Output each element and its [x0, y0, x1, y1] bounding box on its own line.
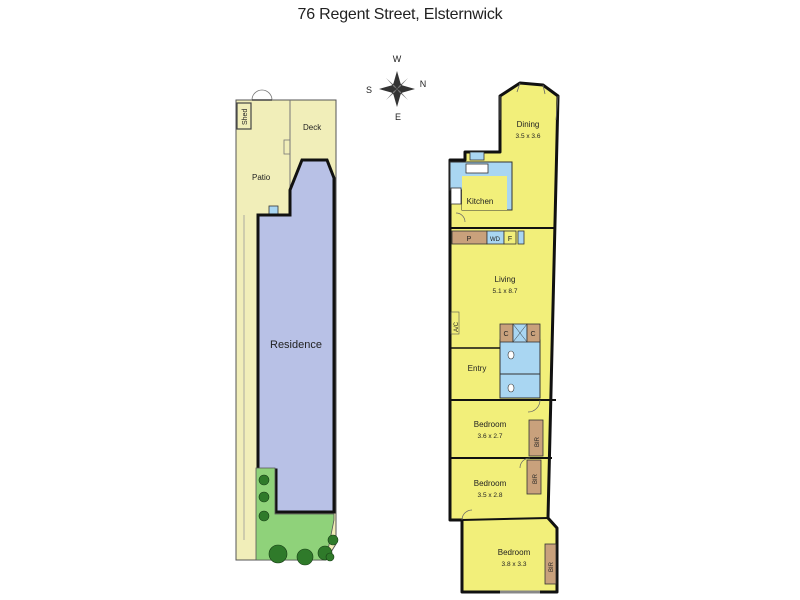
entry-label: Entry: [468, 364, 487, 373]
wd-label: WD: [490, 237, 501, 243]
bir1-label: BIR: [535, 436, 541, 447]
fridge-box: [503, 230, 517, 245]
residence-footprint: [256, 158, 336, 514]
kitchen-floor: [462, 176, 507, 210]
site-plan: Shed Deck Patio Residence: [235, 89, 339, 566]
bir3-label: BIR: [549, 561, 555, 572]
bedroom2-size: 3.5 x 2.8: [478, 492, 503, 499]
bir1-box: [528, 419, 544, 457]
garden-shrubs: [258, 474, 339, 566]
page-title: 76 Regent Street, Elsternwick: [297, 6, 503, 23]
shed-box: [236, 102, 252, 130]
bathroom: [499, 339, 541, 399]
pantry-label: P: [467, 236, 472, 243]
bedroom2-label: Bedroom: [474, 479, 507, 488]
door-swings: [455, 212, 541, 521]
bedroom3-label: Bedroom: [498, 548, 531, 557]
compass-e-label: E: [395, 112, 401, 122]
compass-w-label: W: [393, 54, 402, 64]
patio-door: [283, 139, 291, 155]
dining-size: 3.5 x 3.6: [516, 133, 541, 140]
living-label: Living: [495, 275, 516, 284]
compass-rose: [379, 71, 415, 107]
garden-area: [255, 467, 335, 561]
cupboard2-label: C: [530, 331, 535, 338]
floor-plan: Kitchen Dining 3.5 x 3.6 P WD F Living 5…: [448, 81, 560, 594]
cooktop: [450, 187, 462, 205]
bir2-box: [526, 459, 542, 495]
bir3-box: [544, 543, 557, 585]
fridge-label: F: [508, 236, 512, 243]
compass-n-label: N: [420, 79, 427, 89]
deck-label: Deck: [303, 123, 322, 132]
bedroom3-top-wall: [461, 517, 549, 521]
patio-label: Patio: [252, 173, 271, 182]
residence-label: Residence: [270, 339, 322, 351]
appliance-mark: [268, 205, 279, 215]
living-size: 5.1 x 8.7: [493, 288, 518, 295]
bedroom1-size: 3.6 x 2.7: [478, 433, 503, 440]
toilet: [507, 383, 515, 393]
bedroom1-label: Bedroom: [474, 420, 507, 429]
cupboard2-box: [526, 323, 541, 343]
ac-label: A/C: [454, 321, 460, 332]
dining-label: Dining: [517, 120, 540, 129]
compass-s-label: S: [366, 85, 372, 95]
fridge-space: [517, 230, 525, 245]
cupboard1-label: C: [503, 331, 508, 338]
basin: [507, 350, 515, 360]
ac-box: [450, 311, 460, 335]
rear-gate: [251, 89, 273, 101]
bir2-label: BIR: [533, 473, 539, 484]
shed-label: Shed: [242, 109, 249, 125]
bedroom3-size: 3.8 x 3.3: [502, 561, 527, 568]
sink: [465, 163, 489, 174]
shower-x2: [512, 323, 528, 343]
bay-window: [499, 82, 559, 121]
kitchen-label: Kitchen: [467, 197, 494, 206]
window-box: [469, 151, 485, 161]
